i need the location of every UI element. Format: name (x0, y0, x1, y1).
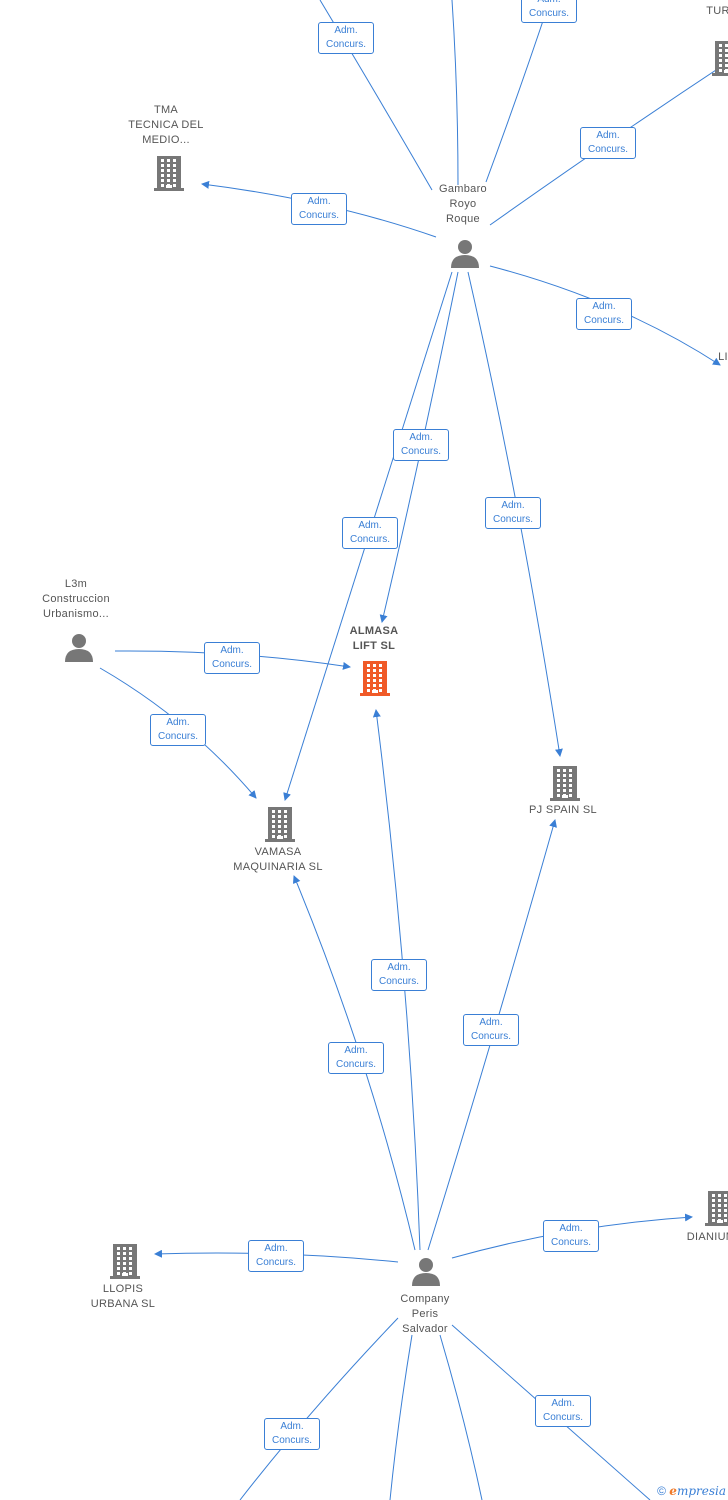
badge-role-line2: Concurs. (528, 8, 569, 19)
badge-role-line2: Concurs. (542, 1412, 583, 1423)
badge-company-llopis[interactable]: Adm. Concurs. (248, 1240, 304, 1272)
badge-role-line1: Adm. (501, 500, 525, 511)
badge-role-line1: Adm. (387, 962, 411, 973)
building-icon-pjspain[interactable] (550, 765, 580, 806)
badge-role-line2: Concurs. (157, 731, 198, 742)
building-icon-vamasa[interactable] (265, 806, 295, 847)
brand-name: mpresia (676, 1484, 726, 1498)
badge-role-line2: Concurs. (587, 144, 628, 155)
node-label-almasa[interactable]: ALMASA LIFT SL (349, 625, 399, 652)
node-label-tur[interactable]: TUR (706, 5, 728, 17)
badge-gambaro-top-left[interactable]: Adm. Concurs. (318, 22, 374, 54)
badge-role-line2: Concurs. (325, 39, 366, 50)
badge-role-line2: Concurs. (349, 534, 390, 545)
badge-role-line1: Adm. (307, 196, 331, 207)
badge-role-line2: Concurs. (550, 1237, 591, 1248)
person-icon-company[interactable] (411, 1256, 441, 1291)
badge-role-line1: Adm. (551, 1398, 575, 1409)
copyright-symbol: © (657, 1484, 666, 1498)
node-label-li[interactable]: LI (718, 351, 728, 363)
badge-role-line1: Adm. (264, 1243, 288, 1254)
person-icon-gambaro[interactable] (450, 238, 480, 273)
badge-company-vamasa[interactable]: Adm. Concurs. (328, 1042, 384, 1074)
badge-role-line1: Adm. (596, 130, 620, 141)
badge-role-line1: Adm. (358, 520, 382, 531)
node-label-gambaro[interactable]: Gambaro Royo Roque (439, 183, 487, 225)
badge-role-line2: Concurs. (255, 1257, 296, 1268)
copyright-footer: © empresia (657, 1484, 726, 1498)
badge-role-line2: Concurs. (211, 659, 252, 670)
badge-l3m-almasa[interactable]: Adm. Concurs. (204, 642, 260, 674)
badge-role-line2: Concurs. (583, 315, 624, 326)
node-label-tma[interactable]: TMA TECNICA DEL MEDIO... (128, 104, 204, 146)
building-icon-almasa[interactable] (360, 660, 390, 701)
badge-role-line1: Adm. (344, 1045, 368, 1056)
badge-role-line2: Concurs. (335, 1059, 376, 1070)
badge-role-line1: Adm. (166, 717, 190, 728)
person-icon-l3m[interactable] (64, 632, 94, 667)
edge-gambaro-top-right (485, 0, 551, 183)
node-label-llopis[interactable]: LLOPIS URBANA SL (90, 1283, 156, 1310)
edge-company-bottom-left (239, 1317, 399, 1500)
building-icon-llopis[interactable] (110, 1243, 140, 1284)
badge-gambaro-top-right[interactable]: Adm.Concurs. (521, 0, 577, 23)
node-label-vamasa[interactable]: VAMASA MAQUINARIA SL (233, 846, 323, 873)
badge-company-pjspain[interactable]: Adm. Concurs. (463, 1014, 519, 1046)
badge-role-line2: Concurs. (271, 1435, 312, 1446)
edge-company-bottom-center-left (389, 1334, 413, 1500)
badge-company-dianium[interactable]: Adm. Concurs. (543, 1220, 599, 1252)
badge-role-line1: Adm. (592, 301, 616, 312)
node-label-company[interactable]: Company Peris Salvador (400, 1293, 450, 1335)
badge-role-line1: Adm. (522, 0, 576, 7)
badge-company-bottom-left[interactable]: Adm. Concurs. (264, 1418, 320, 1450)
badge-company-bottom-right[interactable]: Adm. Concurs. (535, 1395, 591, 1427)
building-icon-tma[interactable] (154, 155, 184, 196)
badge-role-line1: Adm. (409, 432, 433, 443)
badge-role-line1: Adm. (559, 1223, 583, 1234)
badge-role-line2: Concurs. (492, 514, 533, 525)
edge-gambaro-top-center (451, 0, 459, 186)
badge-role-line1: Adm. (280, 1421, 304, 1432)
node-label-pjspain[interactable]: PJ SPAIN SL (529, 804, 597, 816)
badge-role-line2: Concurs. (378, 976, 419, 987)
badge-role-line2: Concurs. (470, 1031, 511, 1042)
badge-gambaro-tur[interactable]: Adm. Concurs. (580, 127, 636, 159)
badge-company-almasa[interactable]: Adm. Concurs. (371, 959, 427, 991)
badge-role-line1: Adm. (220, 645, 244, 656)
badge-l3m-vamasa[interactable]: Adm. Concurs. (150, 714, 206, 746)
badge-role-line1: Adm. (334, 25, 358, 36)
node-label-dianium[interactable]: DIANIUM (686, 1231, 728, 1243)
building-icon-tur[interactable] (712, 40, 728, 81)
node-label-l3m[interactable]: L3m Construccion Urbanismo... (42, 578, 110, 620)
badge-gambaro-li[interactable]: Adm. Concurs. (576, 298, 632, 330)
badge-role-line2: Concurs. (298, 210, 339, 221)
badge-role-line2: Concurs. (400, 446, 441, 457)
badge-gambaro-vamasa[interactable]: Adm. Concurs. (342, 517, 398, 549)
badge-gambaro-pjspain[interactable]: Adm. Concurs. (485, 497, 541, 529)
empresia-logo: e (669, 1484, 677, 1498)
badge-role-line1: Adm. (479, 1017, 503, 1028)
badge-gambaro-almasa[interactable]: Adm. Concurs. (393, 429, 449, 461)
edge-company-bottom-center-right (439, 1334, 483, 1500)
badge-gambaro-tma[interactable]: Adm. Concurs. (291, 193, 347, 225)
building-icon-dianium[interactable] (705, 1190, 728, 1231)
